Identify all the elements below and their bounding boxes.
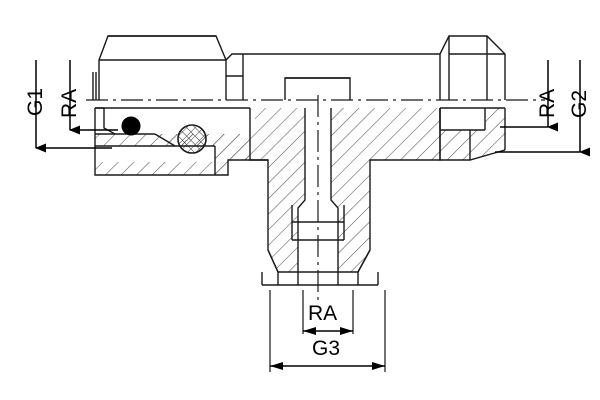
dimension-ra-bottom: [302, 290, 354, 335]
label-ra-left: RA: [58, 88, 81, 118]
label-ra-bottom: RA: [308, 302, 338, 325]
dimension-g3: [269, 290, 386, 372]
dimension-ra-left: [69, 60, 118, 135]
oring-seal-icon: [121, 116, 141, 136]
label-g1: G1: [24, 87, 47, 116]
dimension-ra-right: [500, 60, 558, 132]
dimension-g2: [495, 60, 590, 157]
centerlines: [86, 95, 545, 300]
body-outlines: [92, 35, 506, 286]
dimension-g1: [35, 60, 112, 153]
label-g2: G2: [568, 89, 591, 118]
cutting-ring-icon: [177, 124, 207, 154]
label-ra-right: RA: [536, 88, 559, 118]
label-g3: G3: [312, 337, 341, 360]
